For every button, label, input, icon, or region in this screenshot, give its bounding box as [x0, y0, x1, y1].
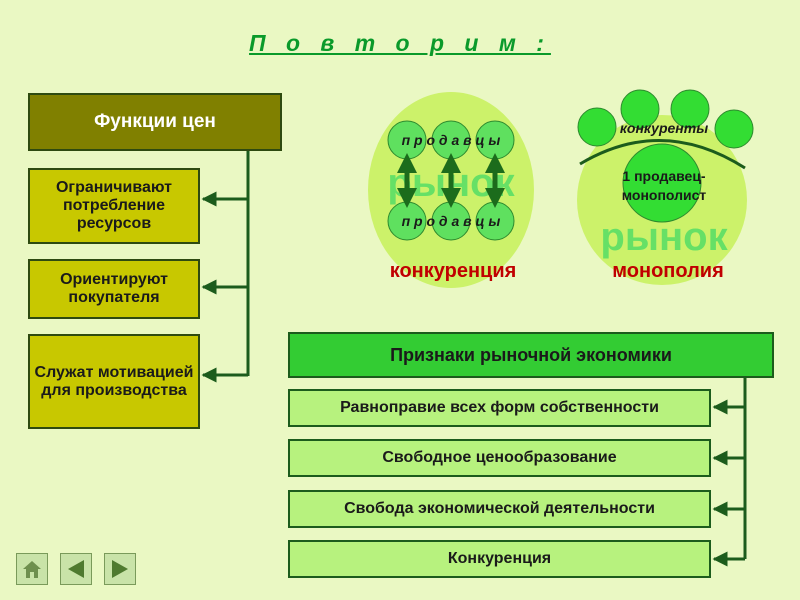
market-signs-header: Признаки рыночной экономики	[288, 332, 774, 378]
sellers-top-label: п р о д а в ц ы	[402, 132, 501, 148]
monopolist-label-line1: 1 продавец-	[622, 168, 706, 184]
competition-caption: конкуренция	[390, 260, 517, 282]
competitor-circle	[577, 107, 617, 147]
market-sign-box-2: Свободное ценообразование	[288, 439, 711, 477]
price-functions-header: Функции цен	[28, 93, 282, 151]
back-button[interactable]	[60, 553, 92, 585]
monopolist-label-line2: монополист	[622, 187, 707, 203]
market-sign-box-4: Конкуренция	[288, 540, 711, 578]
function-box-2: Ориентируют покупателя	[28, 259, 200, 319]
monopolist-circle	[622, 143, 702, 223]
market-sign-box-3: Свобода экономической деятельности	[288, 490, 711, 528]
back-arrow-icon	[68, 560, 84, 578]
barrier-arc	[579, 139, 746, 170]
function-box-3: Служат мотивацией для производства	[28, 334, 200, 429]
home-icon	[23, 561, 41, 578]
market-sign-box-1: Равноправие всех форм собственности	[288, 389, 711, 427]
competitor-circle	[714, 109, 754, 149]
competitor-circle	[620, 89, 660, 129]
slide-title: П о в т о р и м :	[249, 30, 551, 56]
competitor-circle	[670, 89, 710, 129]
monopoly-caption: монополия	[612, 260, 724, 282]
function-box-1: Ограничивают потребление ресурсов	[28, 168, 200, 244]
home-button[interactable]	[16, 553, 48, 585]
competitors-label: конкуренты	[620, 120, 708, 136]
monopoly-market-word: рынок	[600, 215, 728, 259]
sellers-bottom-label: п р о д а в ц ы	[402, 213, 501, 229]
forward-arrow-icon	[112, 560, 128, 578]
forward-button[interactable]	[104, 553, 136, 585]
